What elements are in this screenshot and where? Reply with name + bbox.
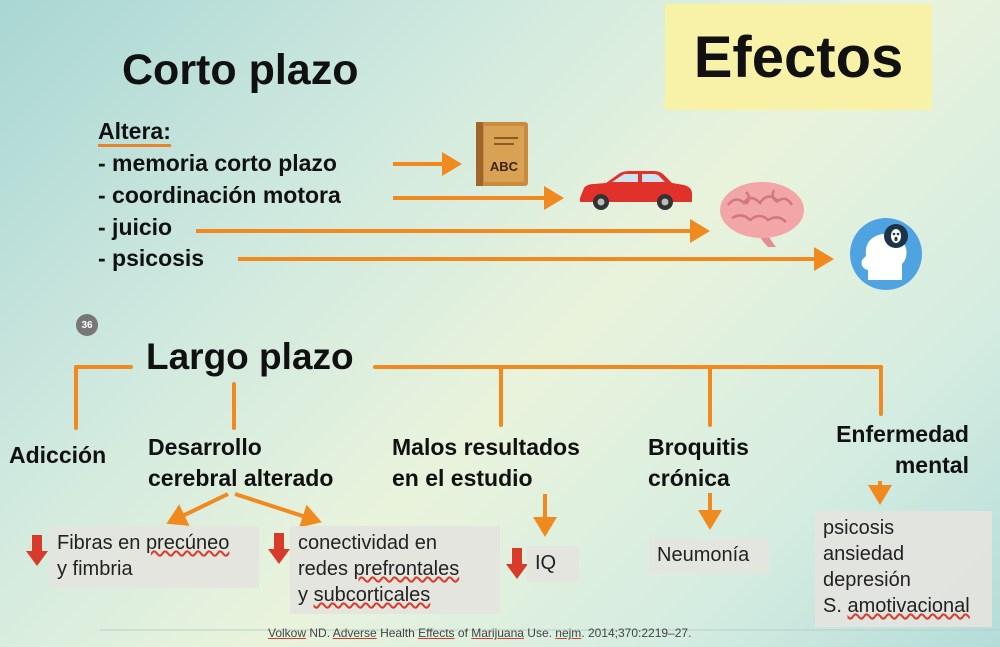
- effect-neumonia-box: Neumonía: [649, 538, 769, 574]
- category-malos-resultados: Malos resultados en el estudio: [392, 432, 580, 494]
- citation: Volkow ND. Adverse Health Effects of Mar…: [268, 626, 692, 640]
- effect-fibras-box: Fibras en precúneo y fimbria: [49, 526, 259, 588]
- category-enfermedad-mental: Enfermedad mental: [805, 419, 969, 481]
- category-desarrollo: Desarrollo cerebral alterado: [148, 432, 333, 494]
- brain-icon: [720, 182, 804, 247]
- effect-conectividad-line2: redes prefrontales: [298, 558, 460, 580]
- category-desarrollo-line1: Desarrollo: [148, 434, 262, 460]
- effect-iq-box: IQ: [527, 546, 579, 582]
- head-psychosis-icon: [850, 218, 922, 290]
- arrow-desarrollo-left: [166, 492, 229, 526]
- category-bronquitis-line1: Broquitis: [648, 434, 749, 460]
- slide-number-badge: 36: [76, 314, 98, 336]
- slide-title: Efectos: [665, 4, 932, 110]
- effect-conectividad-line1: conectividad en: [298, 532, 437, 554]
- effect-fibras-line2: y fimbria: [57, 558, 133, 580]
- arrow-desarrollo-right: [234, 492, 322, 528]
- category-malos-line1: Malos resultados: [392, 434, 580, 460]
- short-term-item-psicosis: - psicosis: [98, 245, 205, 271]
- long-term-heading: Largo plazo: [146, 336, 354, 377]
- effect-mental-depresion: depresión: [823, 569, 911, 591]
- effect-mental-box: psicosis ansiedad depresión S. amotivaci…: [815, 511, 992, 627]
- effect-mental-ansiedad: ansiedad: [823, 543, 905, 565]
- down-arrow-icon: [26, 535, 48, 566]
- short-term-heading: Corto plazo: [122, 46, 359, 94]
- book-label: ABC: [490, 159, 519, 174]
- category-malos-line2: en el estudio: [392, 465, 533, 491]
- category-bronquitis-line2: crónica: [648, 465, 730, 491]
- effect-conectividad-line3: y subcorticales: [298, 584, 431, 606]
- short-term-item-coordinacion: - coordinación motora: [98, 182, 341, 208]
- down-arrow-icon: [506, 548, 528, 579]
- effect-fibras-line1: Fibras en precúneo: [57, 532, 230, 554]
- short-term-intro: Altera:: [98, 118, 171, 147]
- long-term-connectors: [74, 365, 883, 430]
- effect-mental-amotivacional: S. amotivacional: [823, 595, 970, 617]
- effect-conectividad-box: conectividad en redes prefrontales y sub…: [290, 526, 500, 614]
- category-desarrollo-line2: cerebral alterado: [148, 465, 334, 491]
- abc-book-icon: ABC: [476, 122, 528, 186]
- short-term-item-juicio: - juicio: [98, 214, 173, 240]
- car-icon: [580, 171, 692, 210]
- category-bronquitis: Broquitis crónica: [648, 432, 749, 494]
- effect-mental-psicosis: psicosis: [823, 517, 895, 539]
- short-term-item-memoria: - memoria corto plazo: [98, 150, 337, 176]
- category-enfermedad-line2: mental: [894, 452, 969, 478]
- down-arrow-icon: [268, 533, 290, 564]
- category-enfermedad-line1: Enfermedad: [836, 421, 969, 447]
- category-adiccion: Adicción: [9, 442, 107, 468]
